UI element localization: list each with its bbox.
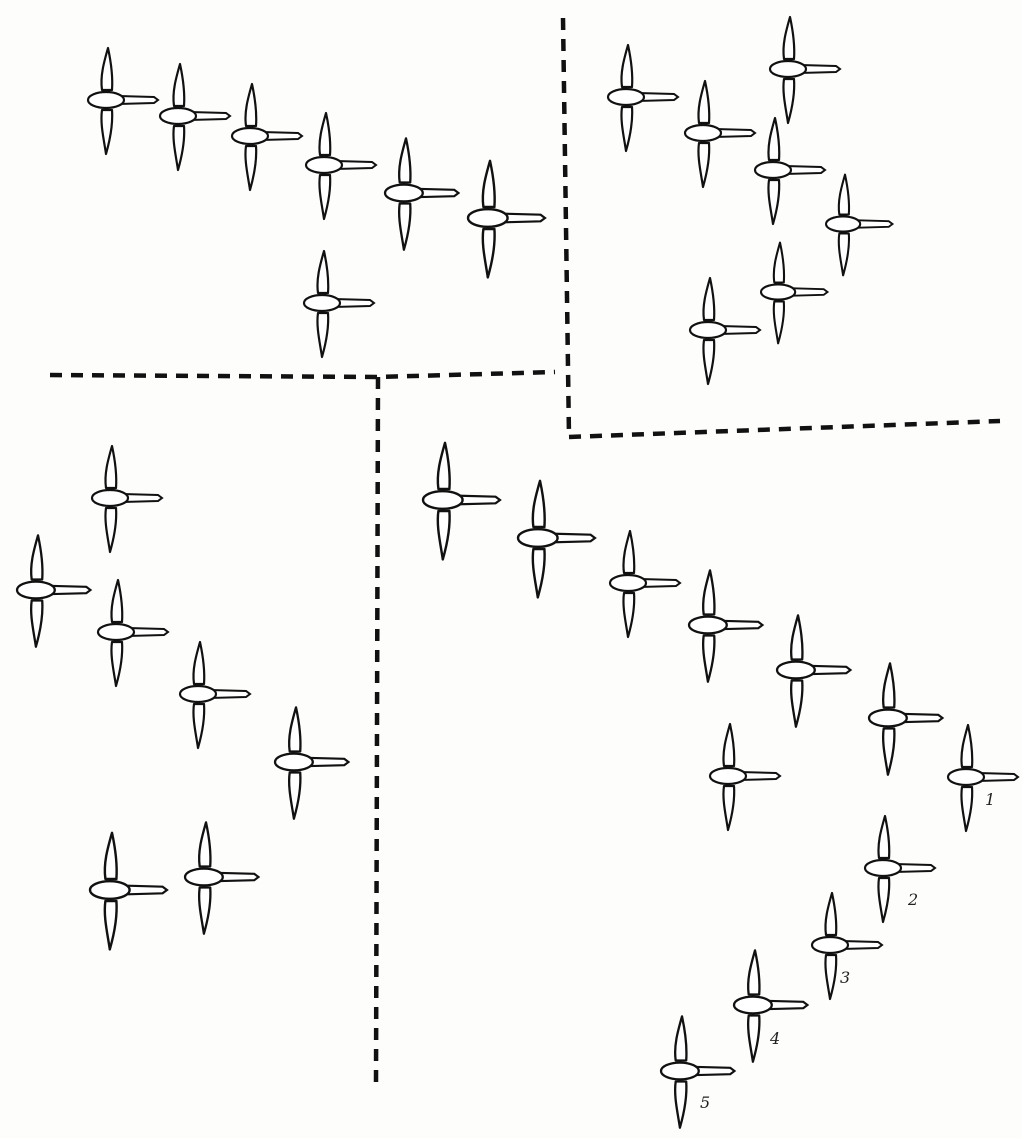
flying-goose-icon <box>867 662 944 776</box>
flying-goose-icon <box>659 1015 736 1129</box>
flying-goose-icon <box>753 116 827 226</box>
flying-goose-icon <box>15 534 92 648</box>
formation-group-top-left <box>86 46 547 359</box>
flying-goose-icon <box>421 441 502 561</box>
flying-goose-icon <box>775 614 852 728</box>
formation-group-bottom-right <box>421 441 1020 1129</box>
flying-goose-icon <box>683 79 757 189</box>
flying-goose-icon <box>273 706 350 820</box>
bird-number-label: 4 <box>769 1029 780 1048</box>
flying-goose-icon <box>516 479 597 599</box>
flying-goose-icon <box>88 831 169 951</box>
flying-goose-icon <box>178 640 252 750</box>
flying-goose-icon <box>230 82 304 192</box>
flying-goose-icon <box>824 173 894 277</box>
formation-group-bottom-left <box>15 444 350 951</box>
divider-top-horizontal <box>49 369 556 380</box>
flying-goose-icon <box>86 46 160 156</box>
flying-goose-icon <box>466 159 547 279</box>
flying-goose-icon <box>608 529 682 639</box>
divider-right-horizontal <box>568 418 1001 440</box>
flying-goose-icon <box>606 43 680 153</box>
bird-number-label: 3 <box>840 968 850 987</box>
bird-number-label: 1 <box>985 790 995 809</box>
flying-goose-icon <box>759 241 829 345</box>
flying-goose-icon <box>708 722 782 832</box>
flying-goose-icon <box>304 111 378 221</box>
flying-goose-icon <box>90 444 164 554</box>
divider-left-vertical <box>373 376 381 1083</box>
flying-goose-icon <box>687 569 764 683</box>
flying-goose-icon <box>302 249 376 359</box>
bird-number-label: 5 <box>700 1093 710 1112</box>
flying-goose-icon <box>863 814 937 924</box>
flying-goose-icon <box>946 723 1020 833</box>
flying-goose-icon <box>688 276 762 386</box>
flying-goose-icon <box>183 821 260 935</box>
bird-number-label: 2 <box>907 890 918 909</box>
flying-goose-icon <box>96 578 170 688</box>
flying-goose-icon <box>383 137 460 251</box>
divider-top-vertical <box>560 17 572 438</box>
formation-group-top-right <box>606 15 894 386</box>
flying-goose-icon <box>768 15 842 125</box>
flying-goose-icon <box>158 62 232 172</box>
